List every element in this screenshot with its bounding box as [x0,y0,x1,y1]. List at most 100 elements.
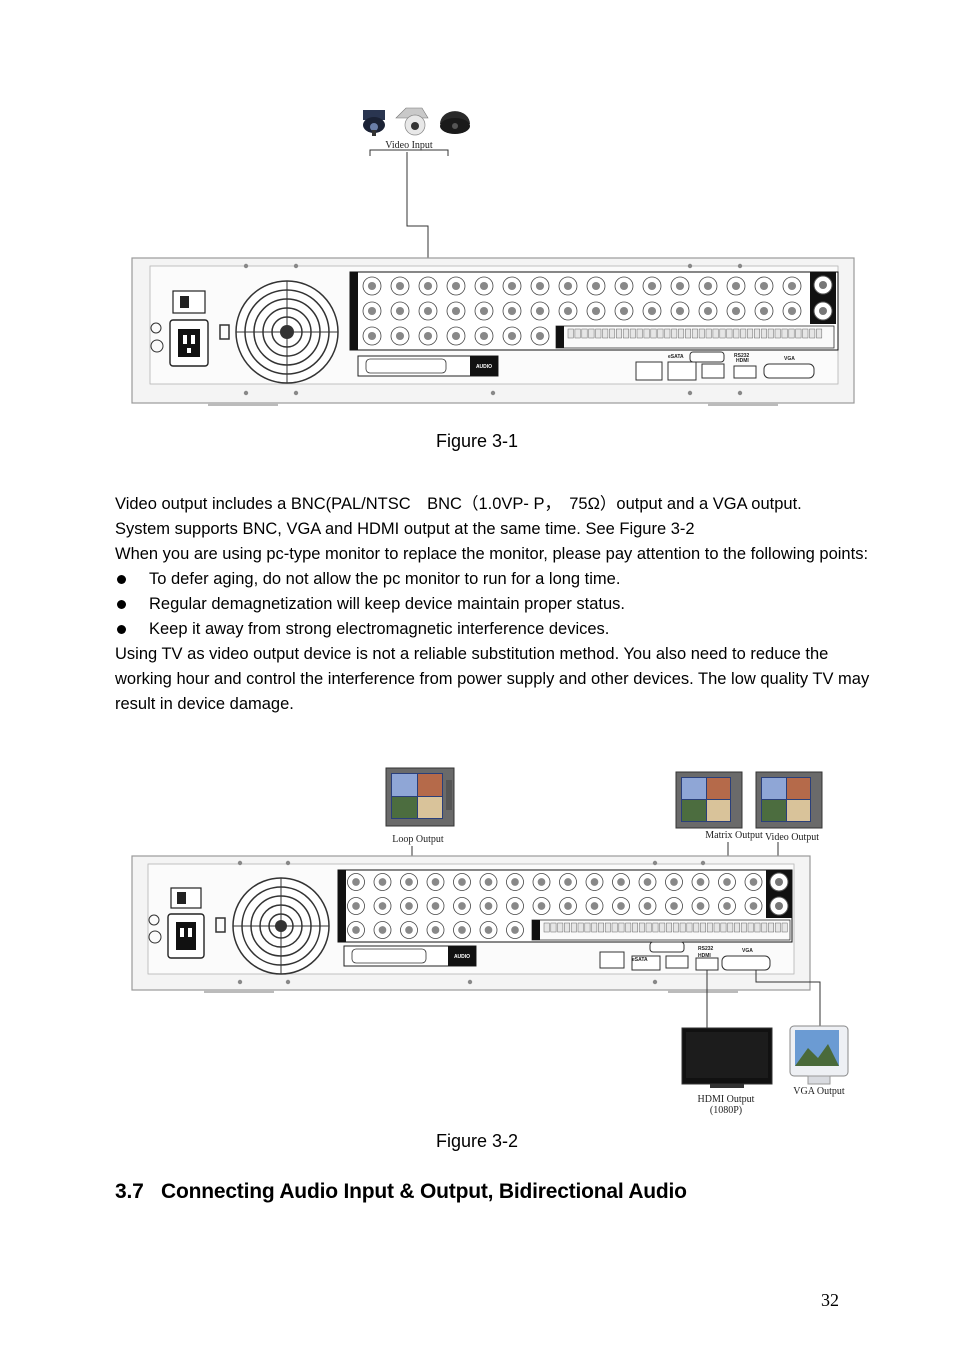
bnc-pin-icon [643,902,652,910]
bnc-pin-icon [451,331,461,341]
bullet-icon [117,600,126,609]
bnc-pin-icon [431,878,440,886]
terminal-pin-icon [698,328,705,339]
esata-port-label: eSATA [668,354,684,360]
bnc-pin-icon [511,878,519,886]
bnc-pin-icon [590,902,599,910]
bnc-pin-icon [484,926,493,934]
video-output-monitor-icon [755,771,823,829]
terminal-pin-icon [567,328,574,339]
bullet-item: To defer aging, do not allow the pc moni… [115,567,875,592]
alarm-terminal-block [543,922,788,933]
section-number: 3.7 [115,1180,144,1203]
bnc-pin-icon [405,926,413,934]
terminal-pin-icon [713,922,720,933]
terminal-pin-icon [602,328,609,339]
bnc-pin-icon [749,902,758,910]
bnc-pin-icon [367,331,377,341]
bnc-pin-icon [564,902,572,910]
terminal-pin-icon [570,922,577,933]
hdmi-output-sub-label: (1080P) [710,1105,742,1116]
terminal-pin-icon [686,922,693,933]
bnc-pin-icon [759,306,769,316]
terminal-pin-icon [618,922,625,933]
bnc-pin-icon [479,281,489,291]
terminal-pin-icon [574,328,581,339]
bnc-pin-icon [617,902,625,910]
bullet-item: Keep it away from strong electromagnetic… [115,617,875,642]
bnc-row-audio [347,921,524,939]
bnc-pin-icon [643,878,652,886]
terminal-pin-icon [629,328,636,339]
vga-port-label: VGA [742,948,753,954]
loop-output-label: Loop Output [392,834,444,845]
bnc-pin-icon [431,926,440,934]
bnc-pin-icon [367,306,377,316]
terminal-pin-icon [767,328,774,339]
loop-output-monitor-icon [385,767,455,827]
terminal-pin-icon [754,922,761,933]
bnc-pin-icon [352,878,360,886]
terminal-pin-icon [564,922,570,933]
terminal-pin-icon [591,922,598,933]
audio-port-label: AUDIO [476,364,492,370]
figure-3-1: Video Input [0,100,954,410]
rs232-port-label: RS232 [734,353,750,359]
bullet-text: Keep it away from strong electromagnetic… [149,620,610,638]
terminal-pin-icon [720,922,727,933]
audio-port-label: AUDIO [454,954,470,960]
terminal-pin-icon [650,328,657,339]
terminal-pin-icon [685,328,691,339]
bnc-pin-icon [619,281,629,291]
bnc-pin-icon [535,281,545,291]
bnc-pin-icon [563,306,573,316]
bnc-pin-icon [458,902,466,910]
terminal-pin-icon [609,328,616,339]
bnc-row-loop-out [362,301,802,321]
bnc-pin-icon [696,878,705,886]
terminal-pin-icon [760,328,767,339]
terminal-pin-icon [622,328,629,339]
terminal-pin-icon [557,922,564,933]
bnc-pin-icon [507,306,517,316]
bnc-pin-icon [535,331,545,341]
rs232-port-label: RS232 [698,946,714,952]
terminal-pin-icon [616,328,622,339]
terminal-pin-icon [727,922,734,933]
paragraph-tv-output: Using TV as video output device is not a… [115,645,870,713]
terminal-pin-icon [679,922,686,933]
terminal-pin-icon [774,922,781,933]
bullet-item: Regular demagnetization will keep device… [115,592,875,617]
terminal-pin-icon [774,328,781,339]
bnc-pin-icon [511,902,519,910]
bnc-pin-icon [759,281,769,291]
bnc-pin-icon [617,878,625,886]
bnc-pin-icon [395,306,405,316]
terminal-pin-icon [691,328,698,339]
bnc-pin-icon [537,878,546,886]
bnc-pin-icon [423,281,433,291]
terminal-pin-icon [781,328,788,339]
alarm-terminal-block [567,328,823,339]
bullet-icon [117,575,126,584]
paragraph-pc-monitor: When you are using pc-type monitor to re… [115,545,869,563]
hdmi-output-label: HDMI Output [698,1094,755,1105]
bnc-pin-icon [451,306,461,316]
matrix-output-monitor-icon [675,771,743,829]
bnc-pin-icon [378,902,387,910]
bnc-pin-icon [378,878,387,886]
bullet-icon [117,625,126,634]
hdmi-tv-icon [681,1027,773,1088]
bnc-pin-icon [675,281,685,291]
bnc-pin-icon [451,281,461,291]
bnc-pin-icon [405,878,413,886]
terminal-pin-icon [604,922,611,933]
bnc-row-video-in [362,276,802,296]
bnc-pin-icon [670,878,678,886]
bnc-pin-icon [395,331,405,341]
terminal-pin-icon [719,328,726,339]
bnc-pin-icon [479,306,489,316]
bnc-pin-icon [507,331,517,341]
terminal-pin-icon [645,922,652,933]
